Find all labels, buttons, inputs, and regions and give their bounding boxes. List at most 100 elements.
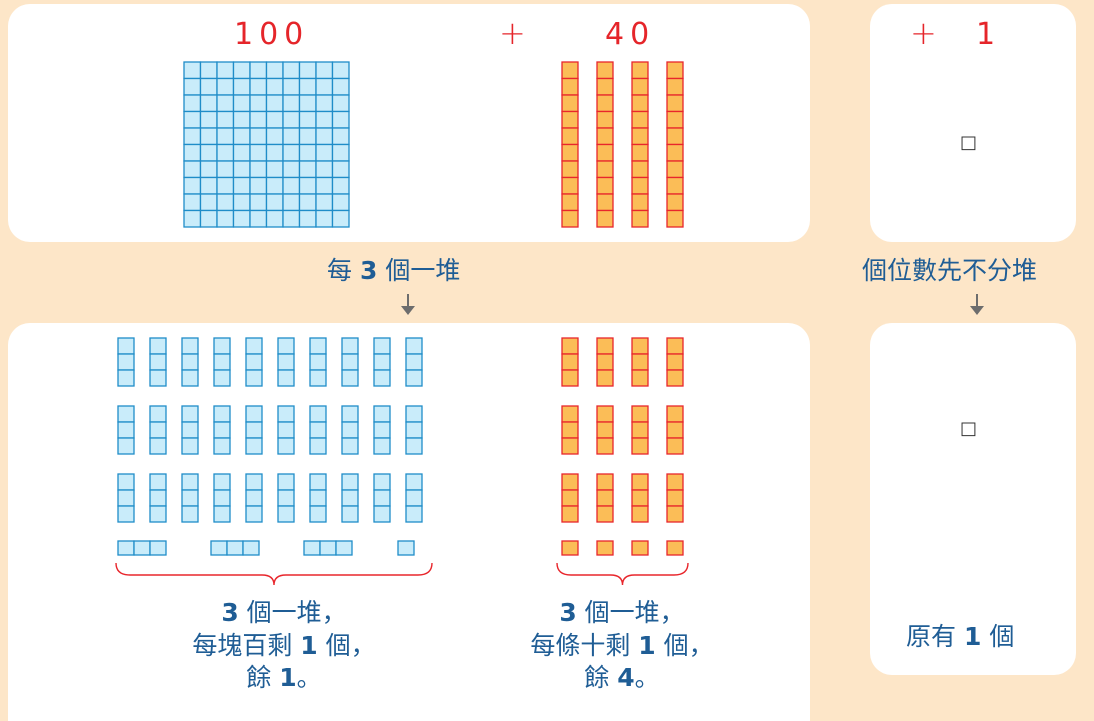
three-cube-group (309, 369, 327, 387)
text: 個， (325, 630, 376, 660)
text: 餘 (584, 663, 610, 692)
three-cube-group (181, 489, 199, 507)
remainder-cube (335, 540, 353, 556)
three-cube-group (405, 505, 423, 523)
hundred-unit-cube (282, 160, 301, 179)
ten-rod-cube (631, 193, 649, 212)
three-cube-group (666, 337, 684, 355)
caption-prefix: 每 (327, 256, 353, 285)
three-cube-group (666, 421, 684, 439)
ten-rod-cube (561, 160, 579, 179)
three-cube-group (405, 421, 423, 439)
three-cube-group (596, 421, 614, 439)
hundred-unit-cube (282, 127, 301, 146)
three-cube-group (405, 353, 423, 371)
text: 個一堆， (584, 598, 685, 627)
bottom-right-panel (870, 323, 1076, 675)
remainder-cube (303, 540, 321, 556)
hundred-unit-cube (232, 127, 251, 146)
three-cube-group (341, 421, 359, 439)
hundreds-brace (115, 562, 433, 586)
ten-rod-cube (666, 193, 684, 212)
three-cube-group (631, 505, 649, 523)
three-cube-group (277, 489, 295, 507)
three-cube-group (309, 337, 327, 355)
hundred-unit-cube (183, 160, 202, 179)
hundred-unit-cube (249, 160, 268, 179)
remainder-cube (319, 540, 337, 556)
three-cube-group (631, 353, 649, 371)
three-cube-group (596, 489, 614, 507)
num: 1 (300, 630, 318, 660)
caption-suffix: 個一堆 (385, 256, 461, 285)
ten-rod-cube (666, 143, 684, 162)
three-cube-group (666, 369, 684, 387)
caption-ones-not-grouped: 個位數先不分堆 (862, 256, 1038, 285)
ten-rod-cube (561, 193, 579, 212)
three-cube-group (561, 505, 579, 523)
hundred-unit-cube (282, 110, 301, 129)
three-cube-group (149, 505, 167, 523)
three-cube-group (181, 473, 199, 491)
top-right-panel (870, 4, 1076, 242)
hundred-unit-cube (315, 160, 334, 179)
plus-sign: + (499, 14, 526, 52)
text: 個一堆， (246, 598, 347, 627)
ten-rod-cube (666, 127, 684, 146)
three-cube-group (341, 489, 359, 507)
num: 3 (559, 598, 577, 627)
three-cube-group (277, 437, 295, 455)
hundred-unit-cube (216, 143, 235, 162)
ten-rod-cube (596, 77, 614, 96)
three-cube-group (149, 489, 167, 507)
three-cube-group (181, 369, 199, 387)
ten-rod-cube (631, 61, 649, 80)
hundred-unit-cube (265, 160, 284, 179)
hundred-unit-cube (199, 176, 218, 195)
three-cube-group (181, 337, 199, 355)
ten-rod-cube (596, 160, 614, 179)
grouping-braces (115, 562, 689, 586)
hundred-unit-cube (183, 193, 202, 212)
hundred-unit-cube (265, 110, 284, 129)
blank-box-top: □ (960, 132, 978, 153)
num: 3 (221, 598, 239, 627)
hundred-unit-cube (249, 77, 268, 96)
hundred-unit-cube (331, 61, 350, 80)
three-cube-group (277, 369, 295, 387)
result-tens-line1: 3 個一堆， (500, 597, 744, 630)
hundred-unit-cube (216, 94, 235, 113)
ten-rod-cube (561, 176, 579, 195)
three-cube-group (117, 505, 135, 523)
hundred-unit-cube (282, 209, 301, 228)
three-cube-group (596, 473, 614, 491)
three-cube-group (373, 505, 391, 523)
hundred-unit-cube (183, 61, 202, 80)
three-cube-group (245, 369, 263, 387)
hundred-unit-cube (216, 176, 235, 195)
one-label: 1 (976, 17, 1002, 52)
three-cube-group (213, 353, 231, 371)
three-cube-group (117, 473, 135, 491)
hundred-unit-cube (232, 77, 251, 96)
hundred-unit-cube (199, 77, 218, 96)
three-cube-group (373, 353, 391, 371)
hundred-unit-cube (249, 127, 268, 146)
ten-rod-cube (666, 61, 684, 80)
three-cube-group (405, 437, 423, 455)
three-cube-group (117, 489, 135, 507)
hundred-unit-cube (315, 176, 334, 195)
ten-rods-block (561, 61, 684, 228)
three-cube-group (309, 437, 327, 455)
three-cube-group (373, 369, 391, 387)
text: 個 (989, 622, 1015, 651)
three-cube-group (341, 353, 359, 371)
three-cube-group (245, 405, 263, 423)
three-cube-group (631, 369, 649, 387)
hundred-unit-cube (232, 193, 251, 212)
hundred-unit-cube (216, 127, 235, 146)
hundred-unit-cube (282, 94, 301, 113)
hundred-unit-cube (315, 143, 334, 162)
three-cube-group (596, 505, 614, 523)
